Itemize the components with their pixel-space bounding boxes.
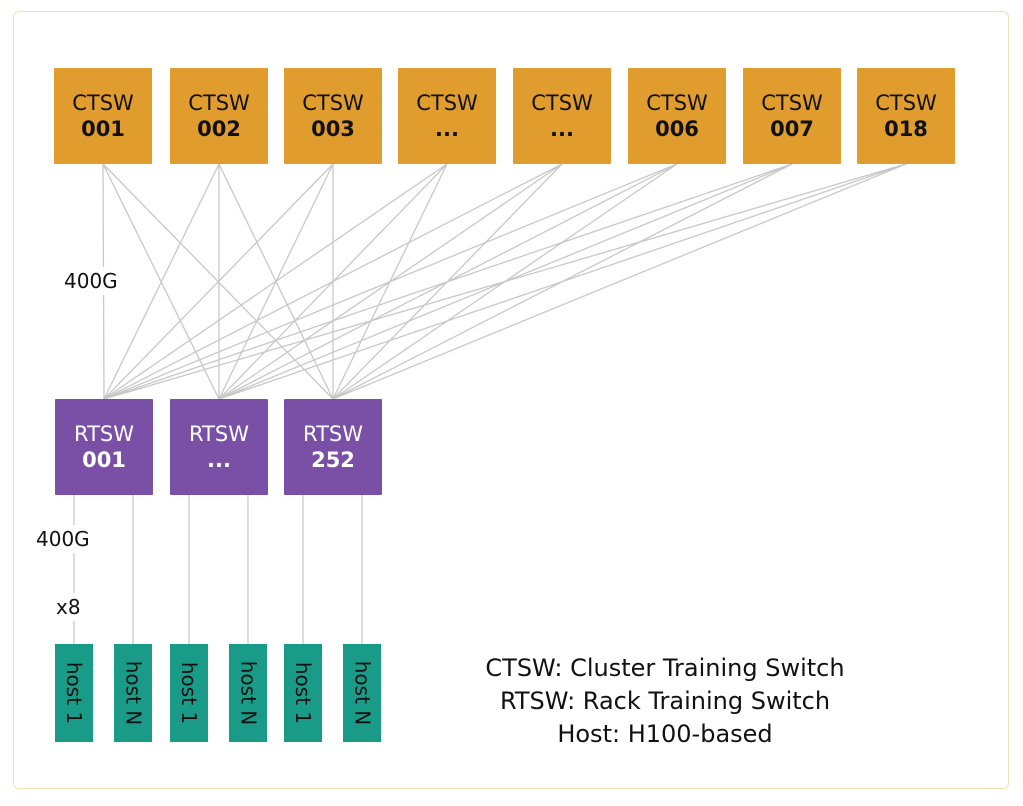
ctsw-node-006: CTSW 006 [628, 68, 726, 164]
rtsw-node-001: RTSW 001 [55, 399, 153, 495]
host-label: host 1 [177, 661, 202, 725]
ctsw-id: 001 [81, 117, 125, 141]
ctsw-id: 002 [197, 117, 241, 141]
ctsw-id: 006 [655, 117, 699, 141]
legend-ctsw: CTSW: Cluster Training Switch [485, 654, 845, 682]
ctsw-node-018: CTSW 018 [857, 68, 955, 164]
ctsw-id: ... [435, 117, 459, 141]
ctsw-id: 007 [770, 117, 814, 141]
ctsw-rtsw-link [332, 163, 907, 400]
legend: CTSW: Cluster Training Switch RTSW: Rack… [440, 652, 890, 751]
rtsw-node-ellipsis: RTSW ... [170, 399, 268, 495]
ctsw-node-002: CTSW 002 [170, 68, 268, 164]
ctsw-rtsw-link [103, 163, 334, 400]
ctsw-label: CTSW [72, 91, 134, 115]
host-node: host 1 [284, 644, 322, 742]
ctsw-label: CTSW [761, 91, 823, 115]
ctsw-rtsw-link [103, 163, 220, 400]
ctsw-rtsw-link [103, 163, 563, 400]
host-node: host N [114, 644, 152, 742]
rtsw-label: RTSW [189, 422, 249, 446]
host-node: host 1 [55, 644, 93, 742]
ctsw-rtsw-link [103, 163, 678, 400]
ctsw-node-ellipsis-a: CTSW ... [398, 68, 496, 164]
host-node: host N [343, 644, 381, 742]
ctsw-label: CTSW [875, 91, 937, 115]
ctsw-label: CTSW [416, 91, 478, 115]
ctsw-node-ellipsis-b: CTSW ... [513, 68, 611, 164]
ctsw-id: ... [550, 117, 574, 141]
downlink-multiplier-label: x8 [52, 593, 85, 621]
rtsw-id: 252 [311, 448, 355, 472]
downlink-speed-label: 400G [32, 525, 94, 553]
host-label: host 1 [291, 661, 316, 725]
ctsw-id: 018 [884, 117, 928, 141]
ctsw-rtsw-link [103, 163, 793, 400]
ctsw-label: CTSW [302, 91, 364, 115]
ctsw-rtsw-link [103, 163, 907, 400]
ctsw-label: CTSW [531, 91, 593, 115]
uplink-speed-label: 400G [60, 267, 122, 295]
legend-host: Host: H100-based [557, 720, 773, 748]
rtsw-id: ... [207, 448, 231, 472]
host-node: host 1 [170, 644, 208, 742]
ctsw-node-001: CTSW 001 [54, 68, 152, 164]
host-label: host N [350, 660, 374, 726]
rtsw-label: RTSW [74, 422, 134, 446]
host-label: host N [121, 660, 145, 726]
host-label: host 1 [62, 661, 87, 725]
legend-rtsw: RTSW: Rack Training Switch [499, 687, 831, 715]
host-node: host N [229, 644, 267, 742]
ctsw-label: CTSW [188, 91, 250, 115]
rtsw-label: RTSW [303, 422, 363, 446]
diagram-frame [13, 11, 1009, 789]
rtsw-id: 001 [82, 448, 126, 472]
ctsw-rtsw-link [218, 163, 907, 400]
host-label: host N [236, 660, 260, 726]
ctsw-id: 003 [311, 117, 355, 141]
ctsw-node-007: CTSW 007 [743, 68, 841, 164]
rtsw-node-252: RTSW 252 [284, 399, 382, 495]
ctsw-rtsw-link [103, 163, 448, 400]
ctsw-label: CTSW [646, 91, 708, 115]
ctsw-node-003: CTSW 003 [284, 68, 382, 164]
